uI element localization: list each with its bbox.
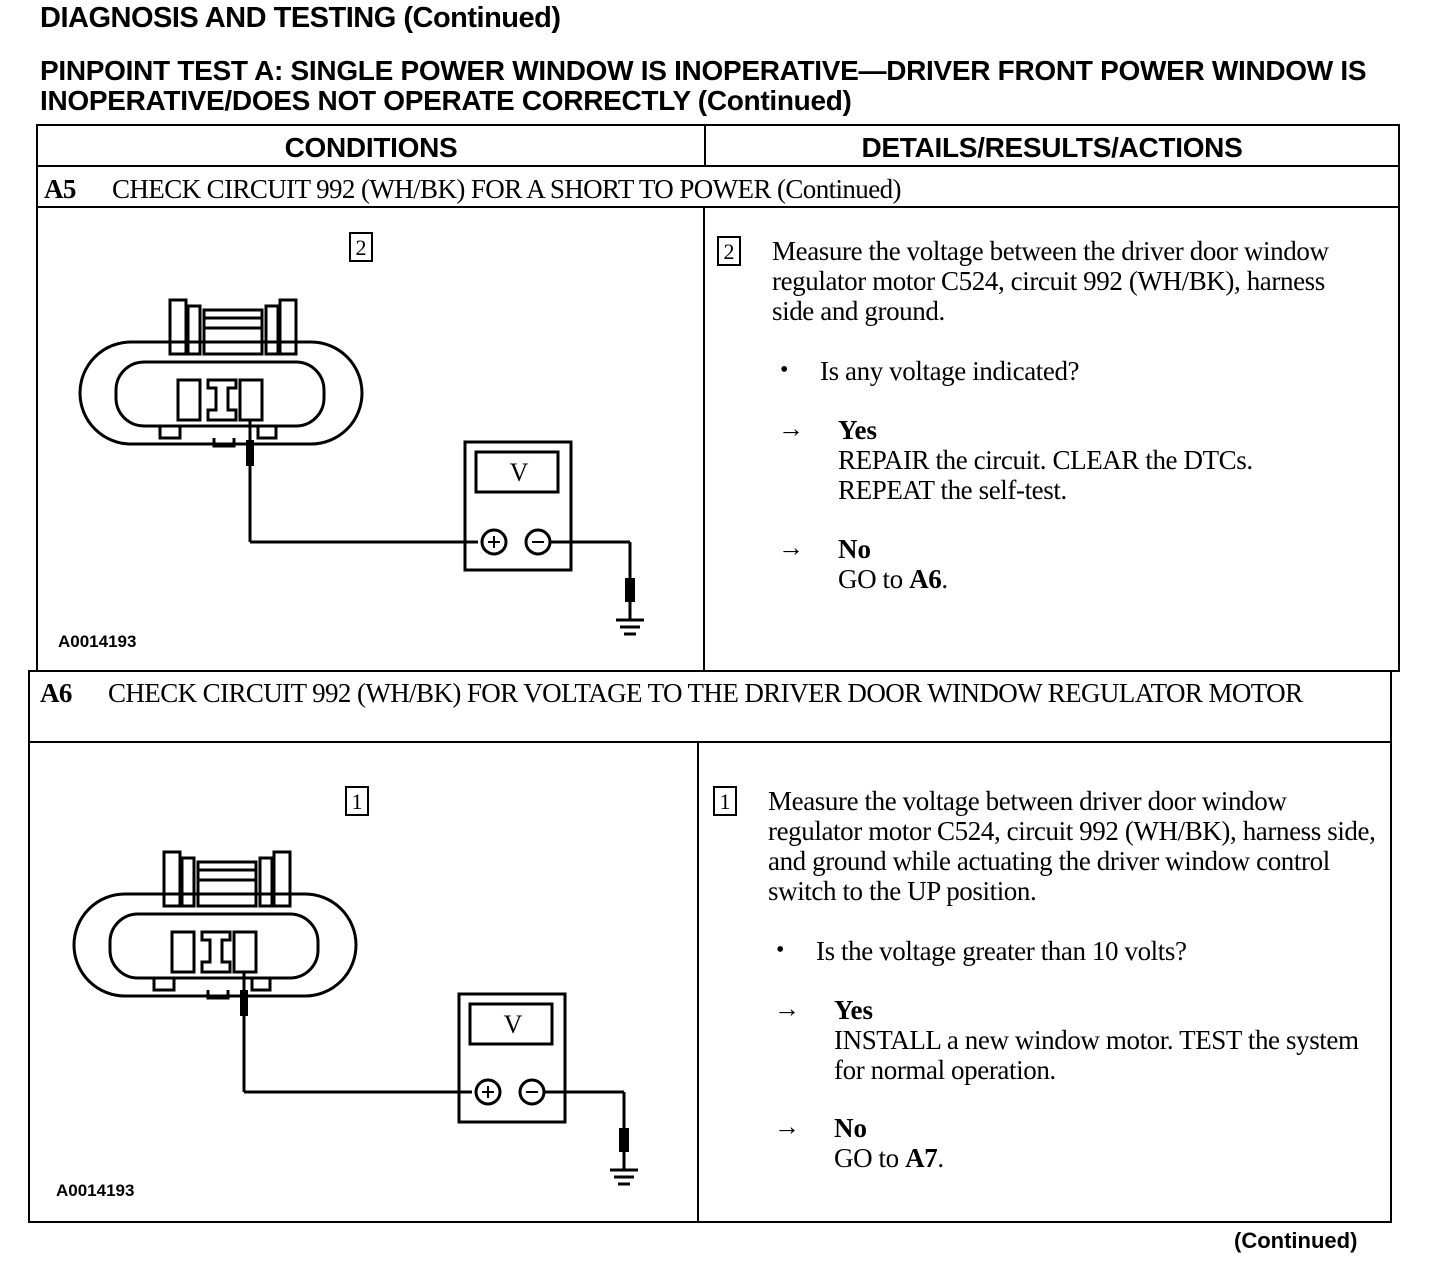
step-a5-title: A5 CHECK CIRCUIT 992 (WH/BK) FOR A SHORT …	[44, 174, 1384, 204]
a5-no-label: No	[838, 534, 871, 564]
a5-question: Is any voltage indicated?	[820, 356, 1080, 386]
a5-bullet: •	[780, 357, 789, 383]
a6-figure-id: A0014193	[56, 1181, 135, 1200]
header-column-divider	[704, 125, 706, 167]
a5-no-suffix: .	[941, 564, 948, 594]
a6-connector-diagram	[72, 850, 638, 1186]
a5-title-divider	[37, 206, 1399, 208]
details-header: DETAILS/RESULTS/ACTIONS	[861, 132, 1243, 163]
a6-no-prefix: GO to	[834, 1143, 906, 1173]
step-a5-id: A5	[44, 174, 76, 204]
a6-meter-symbol: V	[503, 1010, 523, 1039]
a6-no-target[interactable]: A7	[905, 1143, 938, 1173]
section-title: DIAGNOSIS AND TESTING (Continued)	[40, 2, 561, 34]
pinpoint-test-title: PINPOINT TEST A: SINGLE POWER WINDOW IS …	[40, 55, 1367, 116]
continued-label: (Continued)	[1234, 1228, 1358, 1253]
a5-meter-symbol: V	[509, 458, 529, 487]
a5-figure-number: 2	[349, 232, 373, 262]
a6-no-suffix: .	[937, 1143, 944, 1173]
pinpoint-table-lower	[28, 670, 1392, 1223]
a5-no-prefix: GO to	[838, 564, 910, 594]
a6-no-label: No	[834, 1113, 867, 1143]
step-a6-title-text: CHECK CIRCUIT 992 (WH/BK) FOR VOLTAGE TO…	[108, 678, 1303, 708]
a6-bullet: •	[776, 937, 785, 963]
a6-question: Is the voltage greater than 10 volts?	[816, 936, 1187, 966]
a5-column-divider	[703, 207, 705, 671]
conditions-header: CONDITIONS	[284, 132, 458, 163]
a6-instruction: Measure the voltage between driver door …	[768, 786, 1376, 906]
a6-column-divider	[697, 742, 699, 1222]
a5-yes-label: Yes	[838, 415, 877, 445]
a5-yes-arrow-icon: →	[778, 414, 804, 443]
a6-yes-action: INSTALL a new window motor. TEST the sys…	[834, 1025, 1359, 1085]
a5-figure-id: A0014193	[58, 632, 137, 651]
step-a5-title-text: CHECK CIRCUIT 992 (WH/BK) FOR A SHORT TO…	[112, 174, 901, 204]
a5-no-action: GO to A6.	[838, 564, 1238, 594]
header-row-divider	[37, 165, 1399, 167]
a5-connector-diagram	[78, 298, 644, 636]
step-a6-title: A6 CHECK CIRCUIT 992 (WH/BK) FOR VOLTAGE …	[40, 678, 1380, 708]
a6-yes-arrow-icon: →	[774, 994, 800, 1023]
a6-no-action: GO to A7.	[834, 1143, 1234, 1173]
a5-no-target[interactable]: A6	[909, 564, 942, 594]
a5-yes-action: REPAIR the circuit. CLEAR the DTCs. REPE…	[838, 445, 1253, 505]
a5-instruction: Measure the voltage between the driver d…	[772, 236, 1329, 326]
a6-no-arrow-icon: →	[774, 1112, 800, 1141]
a6-substep-number: 1	[713, 786, 737, 816]
a6-title-divider	[29, 741, 1391, 743]
a6-yes-label: Yes	[834, 995, 873, 1025]
a5-no-arrow-icon: →	[778, 533, 804, 562]
step-a6-id: A6	[40, 678, 72, 708]
a5-substep-number: 2	[717, 236, 741, 266]
a6-figure-number: 1	[345, 786, 369, 816]
